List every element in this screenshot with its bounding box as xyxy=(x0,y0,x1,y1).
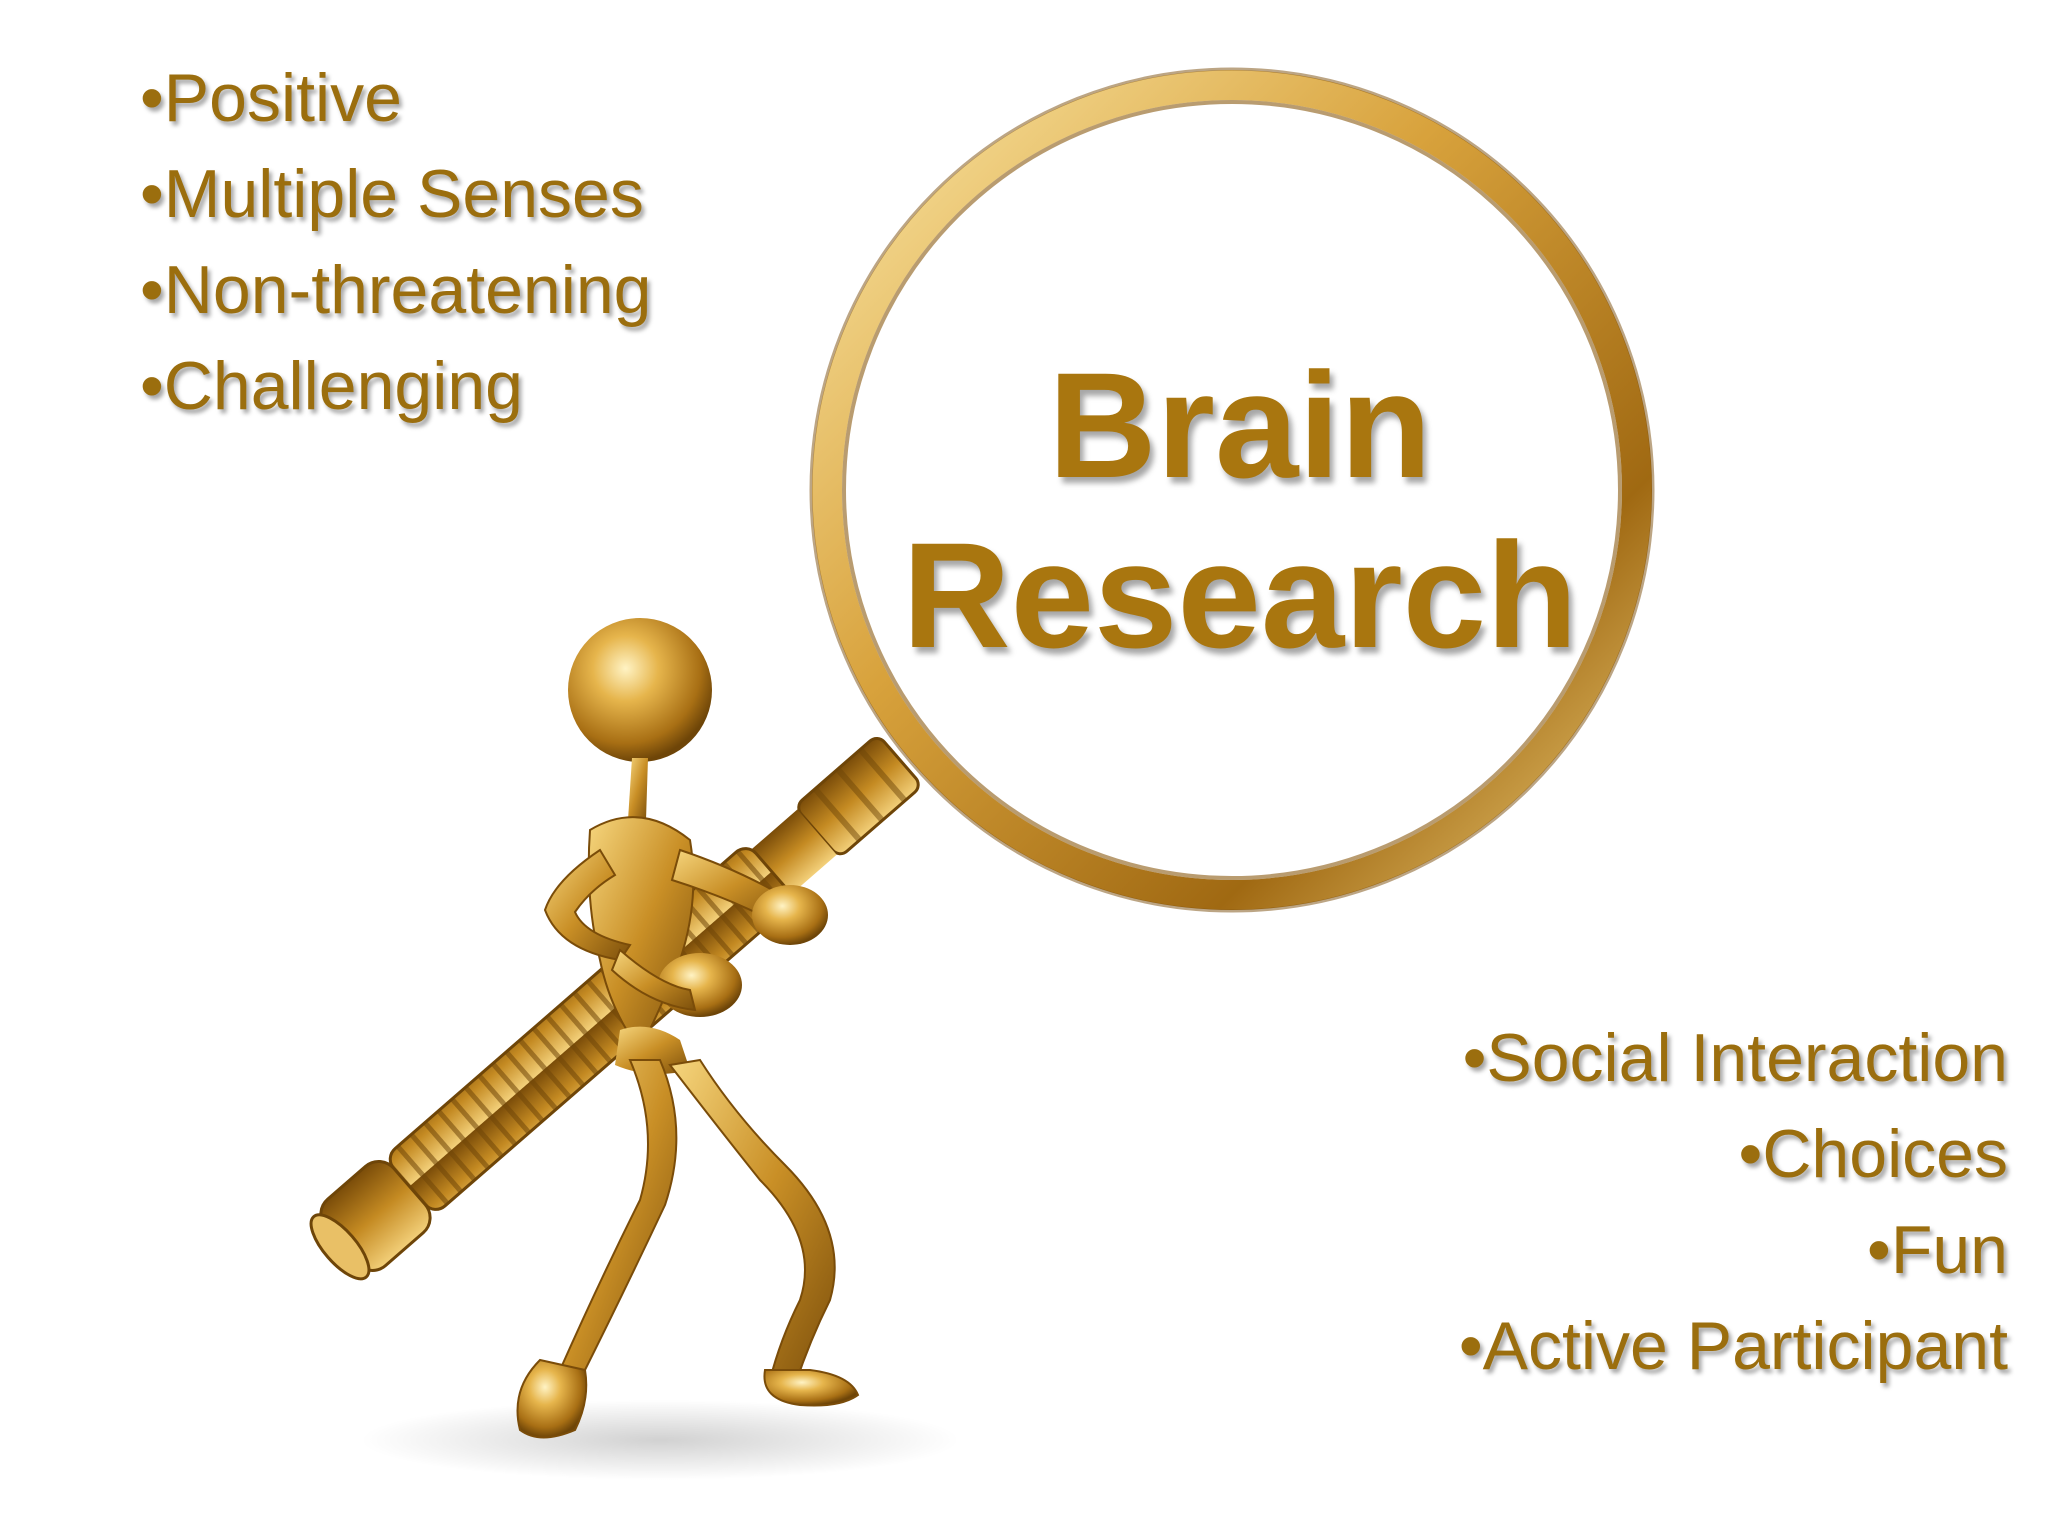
list-item: •Active Participant xyxy=(1458,1308,2008,1384)
title-line: Research xyxy=(902,511,1578,679)
list-item: •Choices xyxy=(1738,1116,2008,1192)
list-item: •Non-threatening xyxy=(140,252,652,328)
list-item: •Fun xyxy=(1867,1212,2008,1288)
left-bullet-list: •Positive •Multiple Senses •Non-threaten… xyxy=(140,50,651,434)
title-line: Brain xyxy=(1048,341,1432,509)
list-item: •Multiple Senses xyxy=(140,156,644,232)
slide-title: Brain Research xyxy=(860,340,1620,680)
right-bullet-list: •Social Interaction •Choices •Fun •Activ… xyxy=(1459,1010,2008,1394)
list-item: •Social Interaction xyxy=(1462,1020,2008,1096)
list-item: •Challenging xyxy=(140,348,523,424)
list-item: •Positive xyxy=(140,60,402,136)
